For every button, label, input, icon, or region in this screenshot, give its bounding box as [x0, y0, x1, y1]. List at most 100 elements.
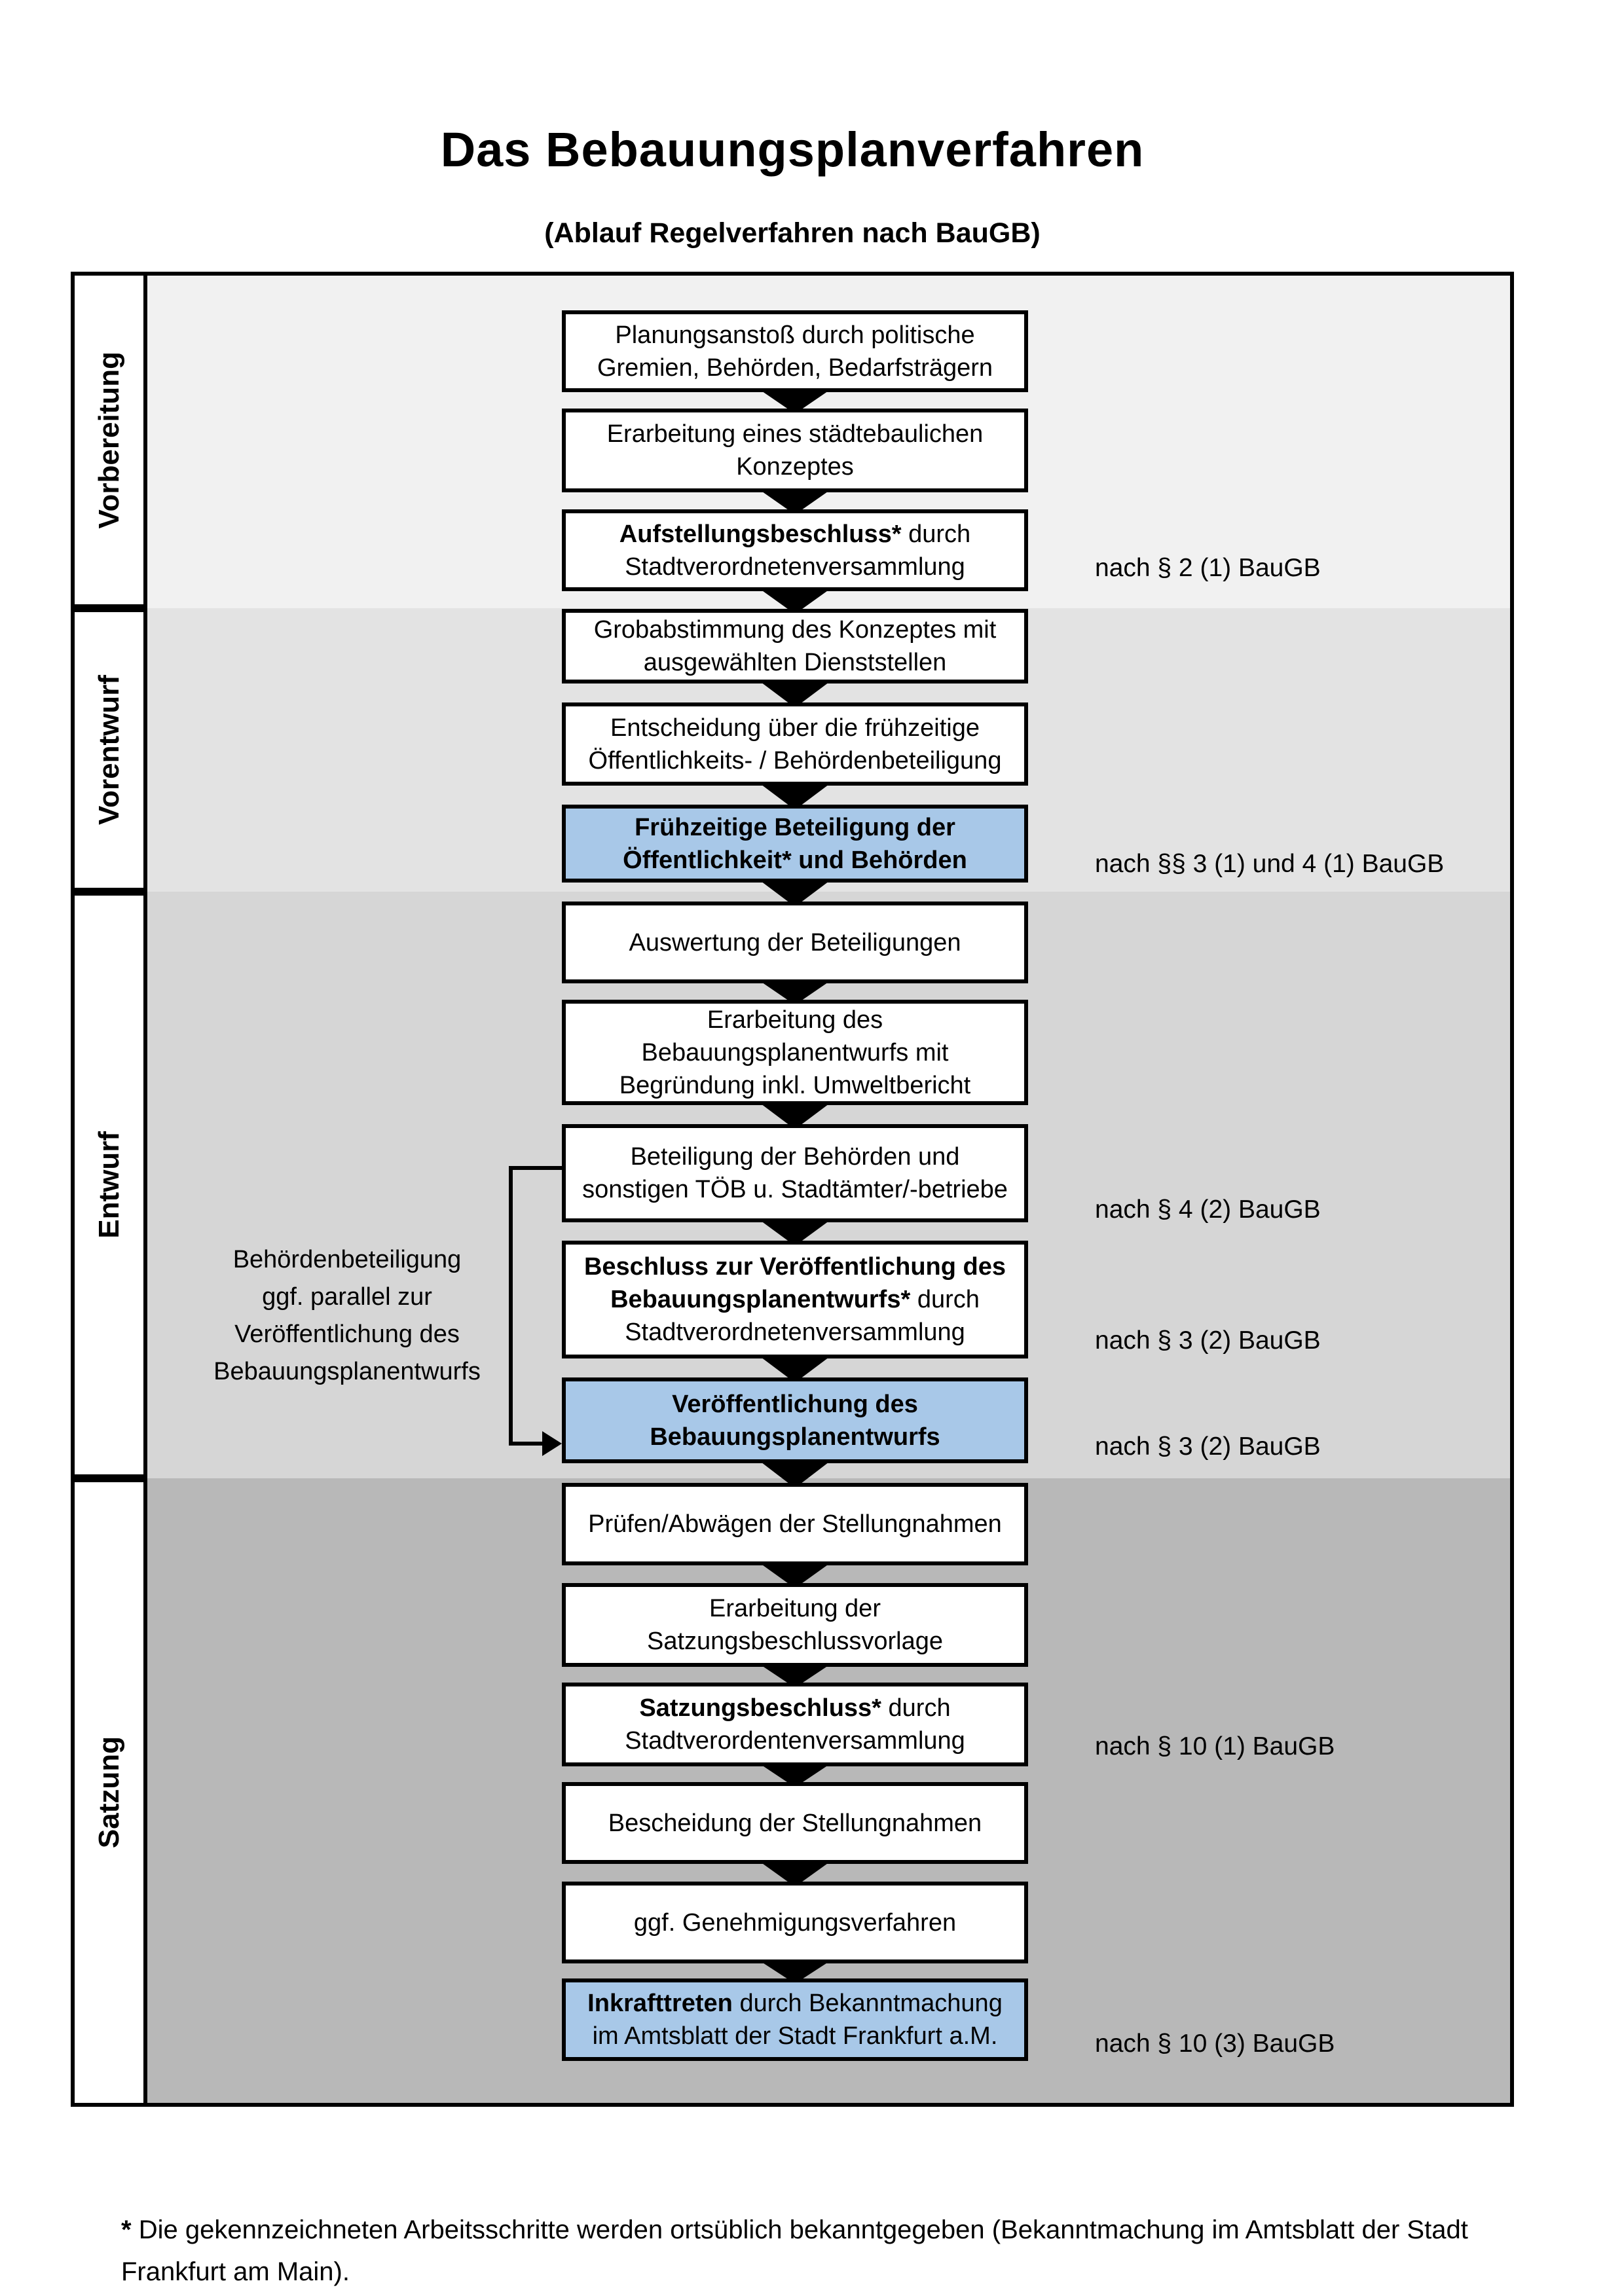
step-line: sonstigen TÖB u. Stadtämter/-betriebe [582, 1173, 1008, 1206]
footnote: * Die gekennzeichneten Arbeitsschritte w… [121, 2209, 1536, 2293]
step-line: Stadtverordnetenversammlung [625, 551, 965, 583]
parallel-note-line: Bebauungsplanentwurfs [213, 1358, 481, 1385]
step-line: ggf. Genehmigungsverfahren [634, 1906, 956, 1939]
step-text-segment: Erarbeitung der [709, 1595, 881, 1622]
step-text-segment: Inkrafttreten [587, 1990, 733, 2017]
step-text-segment: Konzeptes [736, 453, 854, 481]
step-text-segment: Aufstellungsbeschluss* [619, 520, 902, 548]
step-line: im Amtsblatt der Stadt Frankfurt a.M. [593, 2020, 998, 2052]
step-text-segment: durch Bekanntmachung [732, 1990, 1003, 2017]
connector-arrowhead-icon [542, 1431, 562, 1456]
parallel-note-line: ggf. parallel zur [262, 1283, 432, 1311]
sidebar-phase-entwurf: Entwurf [71, 892, 147, 1478]
page-subtitle: (Ablauf Regelverfahren nach BauGB) [544, 217, 1041, 249]
step-text-segment: durch [881, 1694, 951, 1722]
step-line: Bebauungsplanentwurfs [650, 1421, 940, 1453]
step-text-segment: ausgewählten Dienststellen [643, 649, 947, 676]
step-text-segment: durch [910, 1286, 980, 1313]
step-text-segment: Grobabstimmung des Konzeptes mit [593, 616, 997, 644]
step-text-segment: Stadtverordnetenversammlung [625, 553, 965, 581]
step-line: Satzungsbeschlussvorlage [647, 1625, 943, 1658]
step-line: Inkrafttreten durch Bekanntmachung [587, 1987, 1003, 2020]
parallel-note-line: Veröffentlichung des [234, 1321, 460, 1348]
parallel-note-line: Behördenbeteiligung [232, 1246, 462, 1273]
step-line: Bebauungsplanentwurfs* durch [610, 1283, 980, 1316]
legal-reference: nach § 3 (2) BauGB [1095, 1432, 1321, 1461]
step-text-segment: Gremien, Behörden, Bedarfsträgern [597, 354, 993, 382]
step-line: Erarbeitung eines städtebaulichen [607, 418, 984, 450]
sidebar-phase-label: Vorentwurf [92, 675, 125, 825]
step-text-segment: Frühzeitige Beteiligung der [635, 813, 955, 841]
step-line: Grobabstimmung des Konzeptes mit [594, 613, 997, 646]
sidebar-phase-label: Entwurf [92, 1131, 125, 1239]
sidebar-phase-label: Vorbereitung [92, 351, 125, 529]
flow-step-16: ggf. Genehmigungsverfahren [562, 1882, 1028, 1963]
step-text-segment: Bescheidung der Stellungnahmen [608, 1809, 982, 1837]
step-text-segment: Stadtverordentenversammlung [625, 1727, 965, 1755]
step-text-segment: Planungsanstoß durch politische [615, 321, 975, 349]
step-line: ausgewählten Dienststellen [644, 646, 947, 679]
step-line: Konzeptes [736, 450, 854, 483]
step-text-segment: sonstigen TÖB u. Stadtämter/-betriebe [582, 1176, 1008, 1203]
step-text-segment: Prüfen/Abwägen der Stellungnahmen [588, 1510, 1002, 1538]
footnote-text-line1: Die gekennzeichneten Arbeitsschritte wer… [138, 2215, 1468, 2244]
legal-reference: nach § 2 (1) BauGB [1095, 554, 1321, 582]
step-text-segment: Entscheidung über die frühzeitige [610, 714, 980, 742]
flow-step-9: Beteiligung der Behörden und sonstigen TÖ… [562, 1124, 1028, 1222]
page-title: Das Bebauungsplanverfahren [440, 122, 1145, 177]
step-text-segment: durch [901, 520, 971, 548]
step-text-segment: Öffentlichkeits- / Behördenbeteiligung [588, 746, 1002, 774]
flow-step-15: Bescheidung der Stellungnahmen [562, 1782, 1028, 1864]
step-text-segment: Satzungsbeschlussvorlage [646, 1628, 944, 1655]
step-line: Veröffentlichung des [672, 1388, 918, 1421]
step-text-segment: im Amtsblatt der Stadt Frankfurt a.M. [592, 2022, 998, 2050]
legal-reference: nach § 10 (1) BauGB [1095, 1732, 1335, 1760]
footnote-asterisk: * [121, 2215, 132, 2244]
step-line: Begründung inkl. Umweltbericht [619, 1069, 971, 1102]
step-line: Auswertung der Beteiligungen [629, 926, 961, 959]
step-line: Satzungsbeschluss* durch [639, 1692, 950, 1724]
step-line: Aufstellungsbeschluss* durch [619, 518, 970, 551]
step-text-segment: Öffentlichkeit* und Behörden [623, 846, 967, 874]
step-text-segment: Veröffentlichung des [672, 1390, 918, 1418]
footnote-text-line2: Frankfurt am Main). [121, 2257, 350, 2286]
step-line: Entscheidung über die frühzeitige [610, 712, 980, 744]
step-text-segment: Bebauungsplanentwurfs* [610, 1286, 911, 1313]
step-line: Erarbeitung des [707, 1004, 883, 1036]
legal-reference: nach §§ 3 (1) und 4 (1) BauGB [1095, 850, 1445, 878]
step-line: Stadtverordnetenversammlung [625, 1316, 965, 1349]
step-line: Beteiligung der Behörden und [631, 1140, 960, 1173]
connector-vertical-segment [509, 1166, 513, 1446]
step-line: Prüfen/Abwägen der Stellungnahmen [588, 1508, 1002, 1540]
step-line: Planungsanstoß durch politische [615, 319, 974, 352]
flow-step-4: Grobabstimmung des Konzeptes mit ausgewäh… [562, 609, 1028, 683]
step-text-segment: Bebauungsplanentwurfs [650, 1423, 940, 1451]
step-text-segment: Begründung inkl. Umweltbericht [619, 1071, 971, 1099]
step-text-segment: Auswertung der Beteiligungen [629, 928, 961, 957]
step-line: Gremien, Behörden, Bedarfsträgern [597, 352, 993, 384]
step-line: Stadtverordentenversammlung [625, 1724, 965, 1757]
connector-top-segment [509, 1166, 562, 1170]
flow-step-7: Auswertung der Beteiligungen [562, 902, 1028, 983]
sidebar-phase-label: Satzung [92, 1736, 125, 1849]
connector-bottom-segment [509, 1442, 545, 1446]
step-text-segment: Erarbeitung eines städtebaulichen [606, 420, 984, 448]
step-line: Öffentlichkeit* und Behörden [623, 844, 967, 877]
step-text-segment: Satzungsbeschluss* [639, 1694, 881, 1722]
sidebar-phase-satzung: Satzung [71, 1478, 147, 2107]
step-line: Frühzeitige Beteiligung der [635, 811, 955, 844]
step-text-segment: Beteiligung der Behörden und [630, 1143, 960, 1171]
step-text-segment: Bebauungsplanentwurfs mit [641, 1038, 949, 1066]
step-line: Beschluss zur Veröffentlichung des [584, 1250, 1006, 1283]
